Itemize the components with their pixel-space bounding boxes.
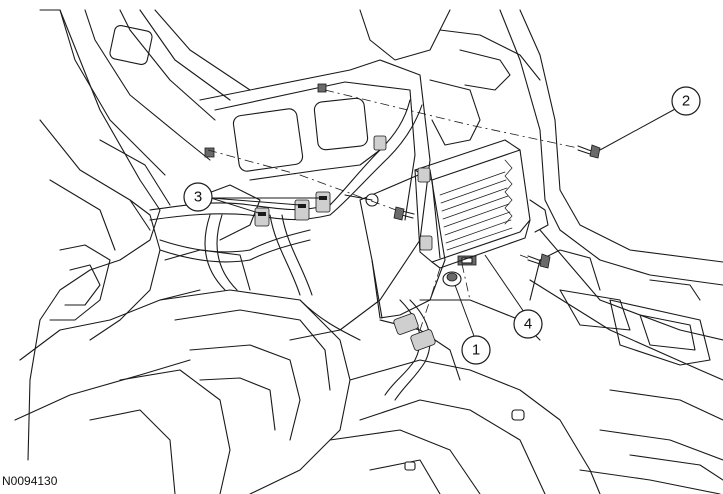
bolt-icon	[577, 144, 601, 159]
svg-text:4: 4	[524, 316, 532, 333]
bolt-icon	[527, 253, 551, 269]
svg-text:1: 1	[472, 342, 480, 359]
right-trim-panel	[499, 9, 723, 494]
cooling-fins	[439, 159, 513, 251]
nut-icon	[442, 271, 462, 287]
alignment-lines	[207, 89, 579, 331]
callout-1: 1	[461, 335, 491, 365]
callout-4: 4	[513, 309, 543, 339]
svg-text:2: 2	[682, 93, 690, 110]
svg-text:3: 3	[194, 189, 202, 206]
wiring-harness	[149, 99, 436, 401]
bolt-icon	[393, 206, 415, 221]
amplifier-module	[414, 139, 531, 269]
figure-id-label: N0094130	[2, 474, 58, 488]
callout-leaders	[210, 107, 678, 337]
left-pillar-structure	[14, 9, 261, 461]
callout-3: 3	[183, 182, 213, 212]
fasteners	[393, 144, 601, 287]
callout-2: 2	[671, 86, 701, 116]
inner-back-panel	[199, 9, 541, 341]
